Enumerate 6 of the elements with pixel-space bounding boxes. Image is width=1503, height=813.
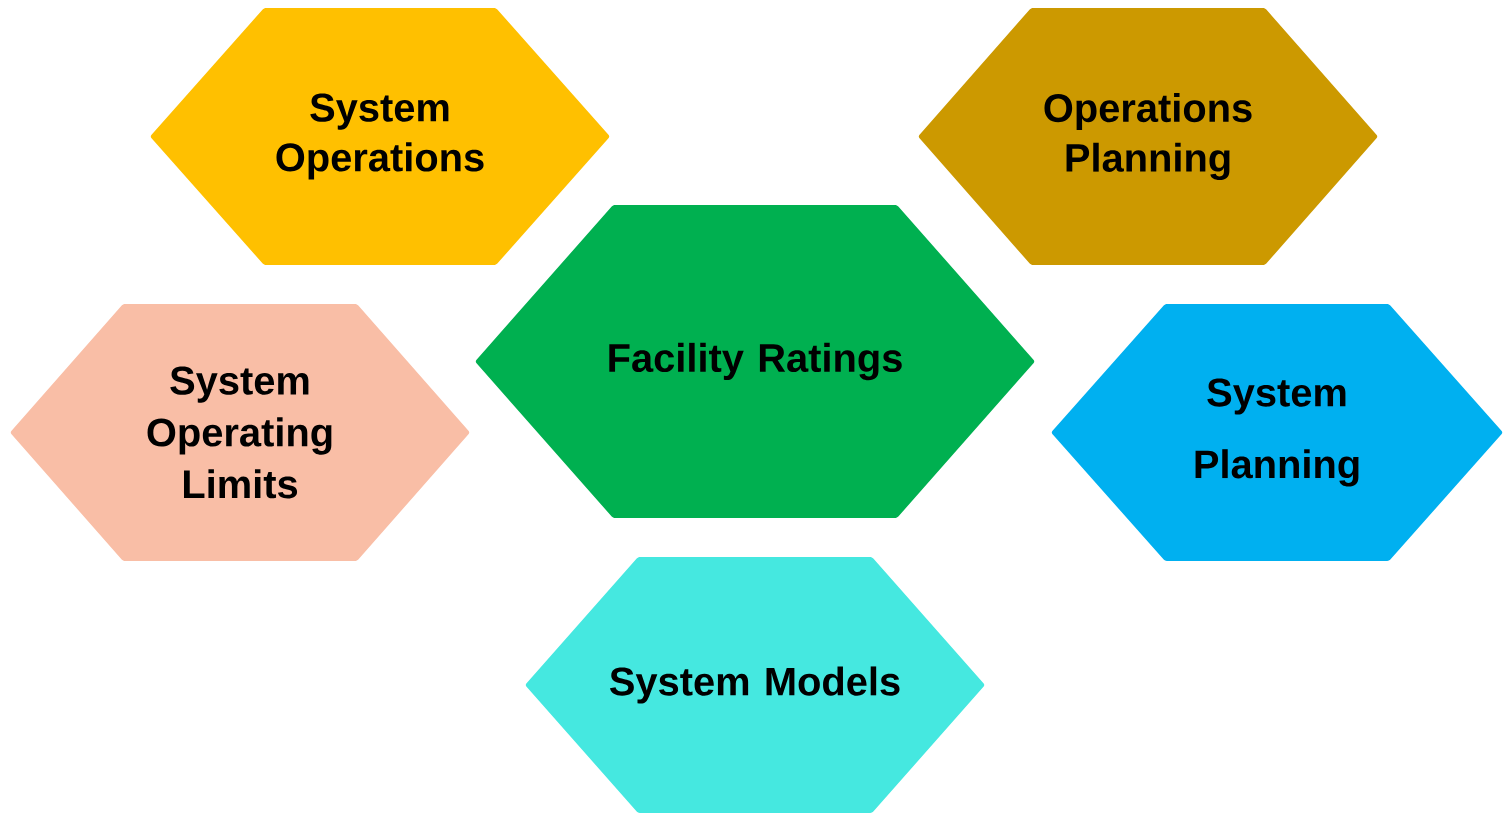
hexagon-box: Facility Ratings (475, 205, 1035, 518)
hexagon-box: System Operating Limits (10, 304, 470, 561)
hexagon-box: System Models (525, 557, 985, 813)
hexagon-box: Operations Planning (918, 8, 1378, 265)
hexagon-box: System Operations (150, 8, 610, 265)
hexagon-box: System Planning (1051, 304, 1503, 561)
